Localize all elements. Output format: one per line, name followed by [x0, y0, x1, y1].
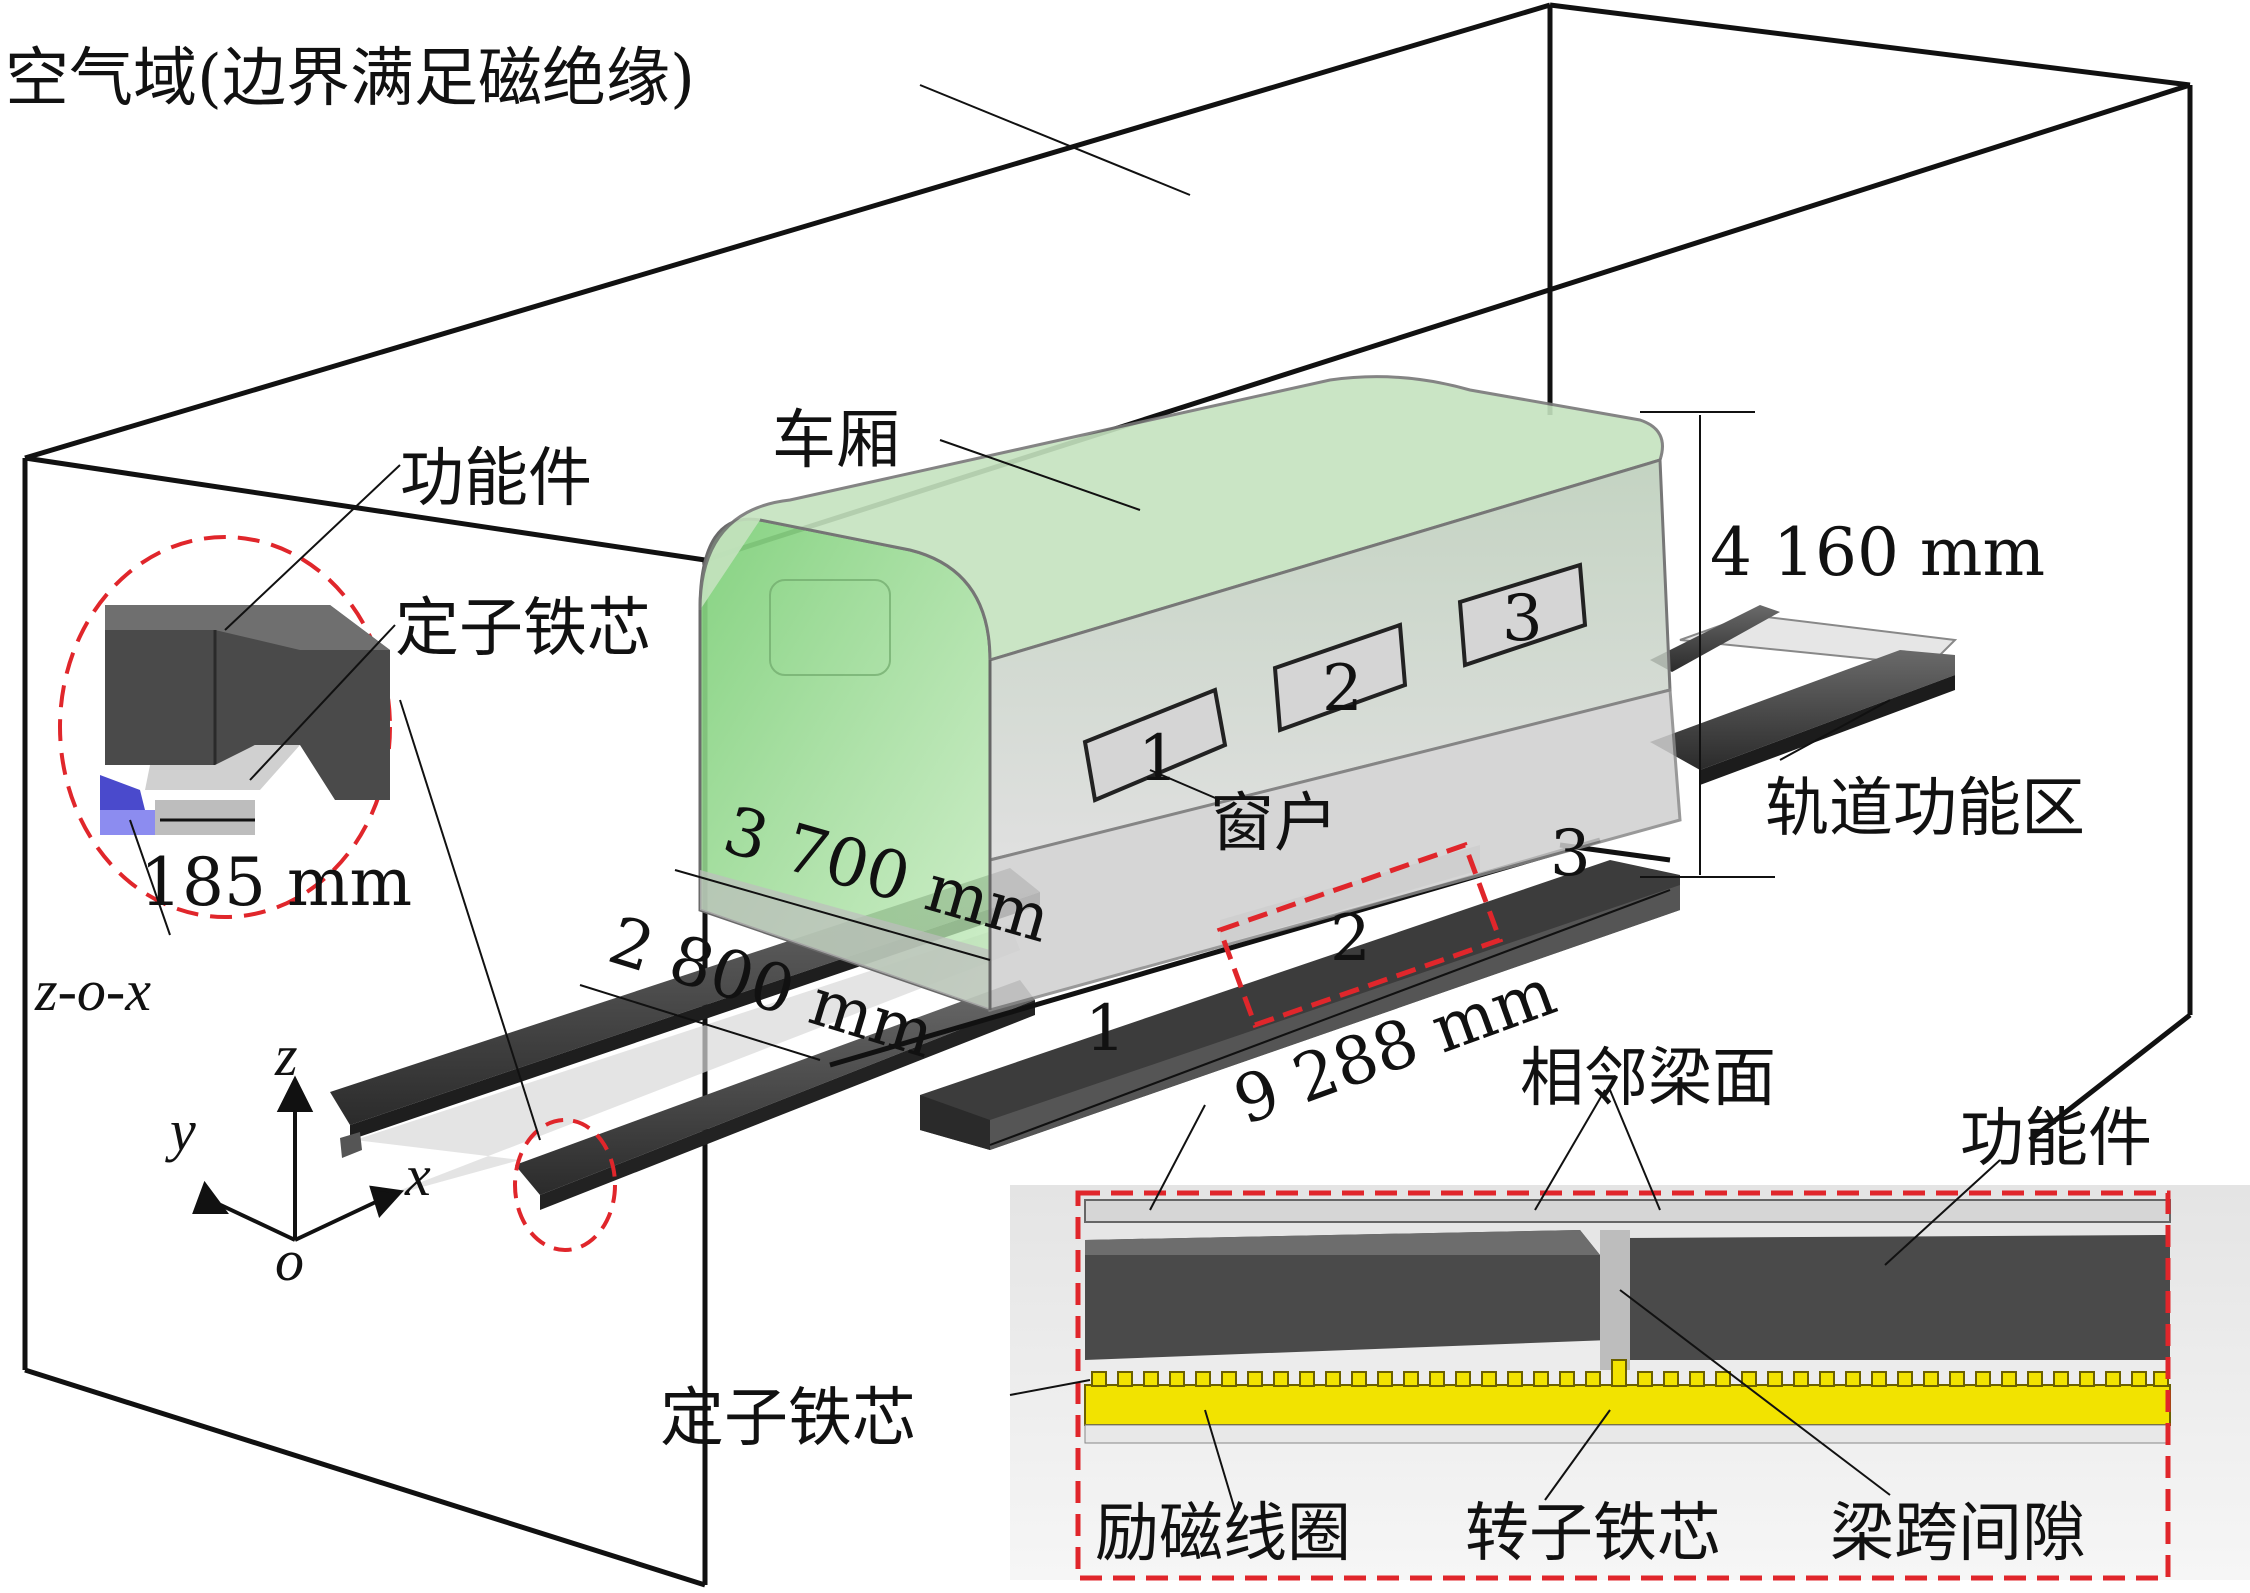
axis-z-label: z	[274, 1023, 298, 1088]
carriage	[698, 375, 1682, 1013]
track-right	[1650, 605, 1958, 785]
segment-number-2: 2	[1330, 902, 1371, 976]
coordinate-axes	[192, 1075, 405, 1242]
height-dimension: 4 160 mm	[1710, 514, 2045, 591]
window-number-2: 2	[1322, 652, 1363, 726]
window-3	[1457, 562, 1588, 668]
rotor-core-label: 转子铁芯	[1465, 1497, 1721, 1571]
functional-part-label-top: 功能件	[400, 442, 592, 516]
stator-core-label-top: 定子铁芯	[395, 592, 651, 666]
labels: 空气域(边界满足磁绝缘) 车厢 功能件 定子铁芯 窗户 轨道功能区 相邻梁面 功…	[5, 42, 2152, 1571]
stator-core-label-bottom: 定子铁芯	[660, 1382, 916, 1456]
leader-lines	[129, 84, 2001, 1511]
window-1	[1082, 687, 1228, 803]
beam-gap-detail-inset	[1010, 1185, 2250, 1581]
air-domain-label: 空气域(边界满足磁绝缘)	[5, 42, 695, 116]
segment-number-3: 3	[1550, 817, 1591, 891]
stator-detail-inset	[58, 535, 392, 919]
window-number-3: 3	[1502, 582, 1543, 656]
carriage-label: 车厢	[772, 404, 900, 478]
excitation-coil-label: 励磁线圈	[1095, 1497, 1351, 1571]
axis-o-label: o	[275, 1228, 304, 1293]
adjacent-beam-label: 相邻梁面	[1520, 1042, 1776, 1116]
window-number-1: 1	[1138, 722, 1179, 796]
window-2	[1272, 622, 1408, 733]
axis-y-label: y	[165, 1098, 196, 1163]
track-left	[330, 868, 1040, 1210]
segment-number-1: 1	[1085, 992, 1126, 1066]
plane-label: z-o-x	[34, 958, 151, 1023]
window-label: 窗户	[1210, 787, 1338, 861]
dimension-lines	[579, 411, 1775, 1146]
beam-gap-label: 梁跨间隙	[1830, 1497, 2086, 1571]
core-width-dimension: 185 mm	[140, 844, 412, 921]
axis-x-label: x	[404, 1143, 431, 1208]
track-zone-label: 轨道功能区	[1765, 772, 2085, 846]
rail-end-highlight	[513, 1118, 617, 1252]
functional-part-label-bottom: 功能件	[1960, 1102, 2152, 1176]
excitation-coil-teeth	[1091, 1359, 2169, 1387]
beam-gap-highlight	[1216, 841, 1504, 1029]
